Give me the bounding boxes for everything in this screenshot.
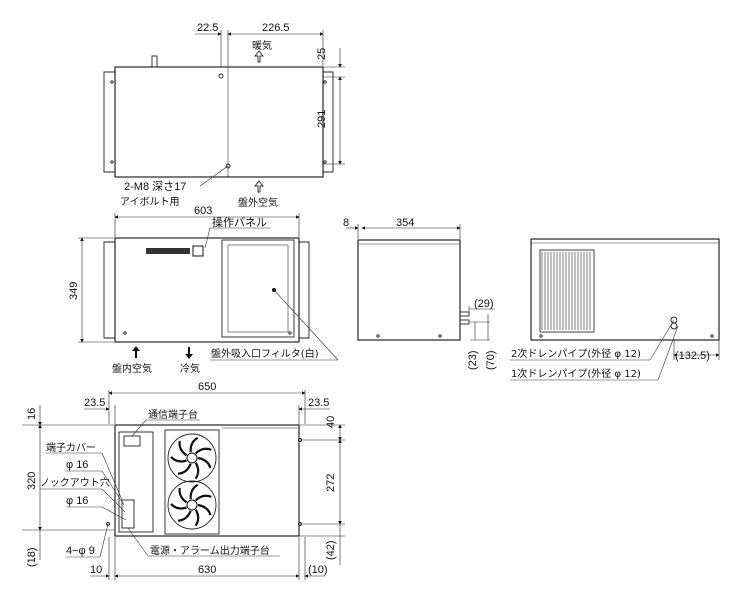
dim-630: 630 [198,564,216,576]
top-pipe [151,55,158,68]
dim-650: 650 [198,381,216,393]
dim-16: 16 [26,408,38,420]
top-right-flange [323,71,334,173]
knockout-label: ノックアウト穴 [40,476,110,489]
drain-1-label: 1次ドレンパイプ(外径 φ 12) [511,367,641,380]
drain-2-label: 2次ドレンパイプ(外径 φ 12) [511,347,641,360]
dim-132-5: (132.5) [675,350,710,362]
filter-frame [221,239,295,338]
dim-23-5-right: 23.5 [308,397,329,409]
inside-air-arrow [132,346,140,358]
dim-226-5: 226.5 [262,22,290,34]
side-view-body [357,239,461,341]
dim-23-5-left: 23.5 [84,397,105,409]
dim-10-left: 10 [90,564,102,576]
dim-18: (18) [26,547,38,567]
top-left-flange [103,71,115,173]
dim-22-5: 22.5 [197,22,218,34]
front-left-flange [103,241,115,339]
terminal-box [118,431,154,533]
dim-42: (42) [325,540,337,560]
terminal-cover-label: 端子カバー [46,441,96,454]
rear-grille-slats [541,252,591,330]
cold-air-label: 冷気 [180,362,200,375]
dim-10-right: (10) [308,564,328,576]
eyebolt-screw-label: 2-M8 深さ17 [124,180,186,193]
control-panel-label: 操作パネル [212,215,267,229]
bottom-view: 650 23.5 23.5 通信端子台 16 320 (18) 端子カバー φ … [22,381,345,580]
fan-assembly [164,429,220,535]
dim-29: (29) [474,298,494,310]
dim-25: 25 [316,48,328,60]
dim-320: 320 [26,472,38,490]
control-panel-display [146,248,190,254]
dim-291: 291 [316,110,328,128]
dim-40: 40 [325,416,337,428]
side-view: 8 354 (29) (23) (70) [343,217,497,370]
bottom-view-body [114,424,300,537]
outside-air-arrow [254,180,264,193]
top-view-body [114,66,324,178]
filter-inner [227,244,289,333]
rear-view: (132.5) 2次ドレンパイプ(外径 φ 12) 1次ドレンパイプ(外径 φ … [510,238,720,381]
rear-grille [539,249,595,333]
dim-354: 354 [396,217,414,229]
filter-label: 盤外吸入口フィルタ(白) [211,347,319,360]
phi16-b-label: φ 16 [66,495,88,507]
dim-349: 349 [68,282,80,300]
dim-272: 272 [325,474,337,492]
rear-view-body [530,238,720,341]
eyebolt-use-label: アイボルト用 [120,196,180,208]
warm-air-label: 暖気 [252,39,272,52]
top-view: 22.5 226.5 暖気 25 291 2-M8 深さ17 アイボルト用 盤外… [103,22,345,209]
dim-23: (23) [467,350,479,370]
front-right-flange [299,241,310,339]
dim-70: (70) [485,350,497,370]
warm-air-arrow [254,50,264,63]
outside-air-top-label: 盤外空気 [238,196,278,209]
front-view-body [114,237,300,343]
cold-air-arrow [185,347,193,359]
dim-8: 8 [343,217,349,229]
front-view: 603 349 操作パネル 盤内空気 冷気 盤外吸入口フィルタ(白) [68,205,339,375]
dim-603: 603 [194,205,212,217]
power-terminal-block [121,499,135,529]
phi16-a-label: φ 16 [66,459,88,471]
holes-label: 4−φ 9 [66,545,95,557]
power-terminal-label: 電源・アラーム出力端子台 [150,544,270,557]
inside-air-label: 盤内空気 [112,362,152,375]
control-panel-button [192,245,204,257]
comm-terminal-label: 通信端子台 [148,408,198,421]
